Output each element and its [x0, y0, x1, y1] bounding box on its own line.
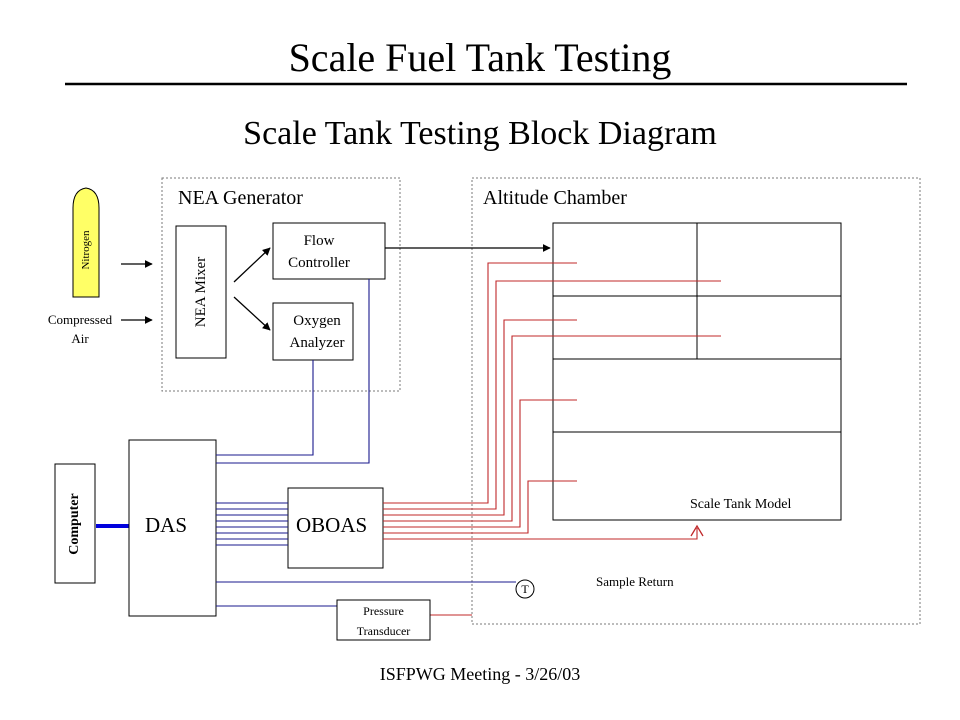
nea-mixer-box	[175, 225, 227, 359]
slide-footer: ISFPWG Meeting - 3/26/03	[379, 664, 581, 684]
temperature-sensor	[515, 579, 535, 599]
nitrogen-cylinder	[72, 187, 100, 298]
das-box	[128, 439, 217, 617]
scale-tank-model	[552, 222, 842, 521]
flow-controller-label-line1: Flow	[303, 233, 335, 249]
flow-controller-label-line2: Controller	[288, 255, 350, 271]
nea-generator-region	[161, 177, 401, 392]
nea-mixer-label: NEA Mixer	[193, 256, 209, 328]
das-label: DAS	[145, 513, 188, 537]
sample-return-label: Sample Return	[596, 574, 674, 589]
das-signal-wires	[216, 279, 516, 607]
altitude-chamber-label: Altitude Chamber	[483, 187, 627, 209]
mixer-to-flow-arrow	[233, 247, 271, 283]
sample-return-arrowhead	[690, 524, 704, 537]
nitrogen-label: Nitrogen	[80, 230, 92, 270]
oxygen-analyzer-label-line2: Analyzer	[289, 335, 345, 351]
nea-generator-label: NEA Generator	[178, 187, 303, 209]
temperature-sensor-label: T	[521, 582, 529, 596]
mixer-to-oxygen-arrow	[233, 296, 271, 331]
computer-box	[54, 463, 96, 584]
oboas-label: OBOAS	[296, 513, 368, 537]
pressure-transducer-label-line2: Transducer	[356, 624, 411, 638]
computer-label: Computer	[67, 493, 82, 555]
flow-controller-box	[272, 222, 386, 280]
pressure-transducer-box	[336, 599, 431, 641]
pressure-transducer-label-line1: Pressure	[363, 604, 404, 618]
scale-tank-model-label: Scale Tank Model	[690, 497, 792, 512]
oboas-box	[287, 487, 384, 569]
compressed-air-label-line2: Air	[71, 331, 89, 346]
diagram-title: Scale Tank Testing Block Diagram	[243, 115, 717, 152]
oboas-sample-lines	[383, 262, 721, 616]
oxygen-analyzer-label-line1: Oxygen	[293, 313, 341, 329]
slide-title: Scale Fuel Tank Testing	[288, 35, 672, 80]
altitude-chamber-region	[471, 177, 921, 625]
compressed-air-label-line1: Compressed	[47, 312, 113, 327]
